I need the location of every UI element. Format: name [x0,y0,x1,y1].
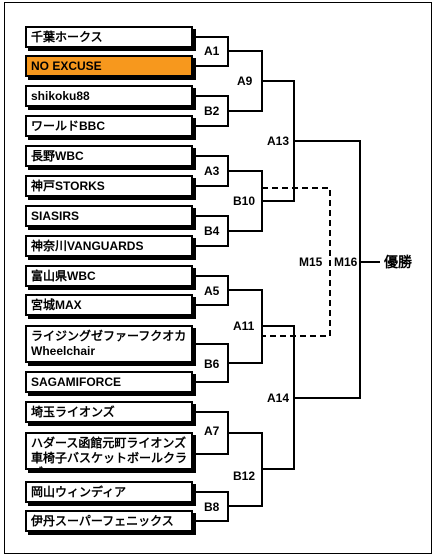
team-box: NO EXCUSE [25,55,193,77]
team-box: SIASIRS [25,205,193,227]
team-name: ハダース函館元町ライオンズ 車椅子バスケットボールクラブ [31,436,188,468]
team-name: ワールドBBC [31,119,105,133]
team-name: 神戸STORKS [31,179,105,193]
match-label-b4: B4 [203,224,221,238]
team-name: 富山県WBC [31,269,96,283]
team-box: 埼玉ライオンズ [25,401,193,423]
team-name: ライジングゼファーフクオカ Wheelchair [31,329,187,358]
team-name: 宮城MAX [31,298,82,312]
match-label-a7: A7 [203,424,221,438]
team-name: 千葉ホークス [31,30,103,44]
team-box: 千葉ホークス [25,26,193,48]
match-label-a14: A14 [266,391,291,405]
team-name: shikoku88 [31,89,90,103]
champion-label: 優勝 [384,254,412,270]
match-label-a13: A13 [266,134,291,148]
team-name: 伊丹スーパーフェニックス [31,514,174,528]
team-box: 岡山ウィンディア [25,481,193,503]
match-label-b8: B8 [203,500,221,514]
match-label-a5: A5 [203,284,221,298]
team-name: NO EXCUSE [31,59,102,73]
team-box: 宮城MAX [25,294,193,316]
team-name: 神奈川VANGUARDS [31,239,144,253]
match-label-b2: B2 [203,104,221,118]
match-label-m15: M15 [298,255,324,269]
match-label-a11: A11 [232,319,256,333]
team-box: ライジングゼファーフクオカ Wheelchair [25,325,193,363]
match-label-m16: M16 [333,255,359,269]
team-box: 長野WBC [25,145,193,167]
team-name: SIASIRS [31,209,80,223]
match-label-a1: A1 [203,44,221,58]
match-label-b6: B6 [203,357,221,371]
team-name: 岡山ウィンディア [31,485,127,499]
team-name: 埼玉ライオンズ [31,405,115,419]
team-name: 長野WBC [31,149,84,163]
team-box: ワールドBBC [25,115,193,137]
team-box: ハダース函館元町ライオンズ 車椅子バスケットボールクラブ [25,432,193,470]
team-box: 富山県WBC [25,265,193,287]
team-box: shikoku88 [25,85,193,107]
line-m16 [294,140,361,399]
match-label-a3: A3 [203,164,221,178]
match-label-a9: A9 [236,74,254,88]
team-box: 神奈川VANGUARDS [25,235,193,257]
team-box: 伊丹スーパーフェニックス [25,510,193,532]
match-label-b12: B12 [232,469,257,483]
line-m15 [262,187,331,337]
team-box: 神戸STORKS [25,175,193,197]
team-box: SAGAMIFORCE [25,371,193,393]
match-label-b10: B10 [232,194,257,208]
team-name: SAGAMIFORCE [31,375,121,389]
